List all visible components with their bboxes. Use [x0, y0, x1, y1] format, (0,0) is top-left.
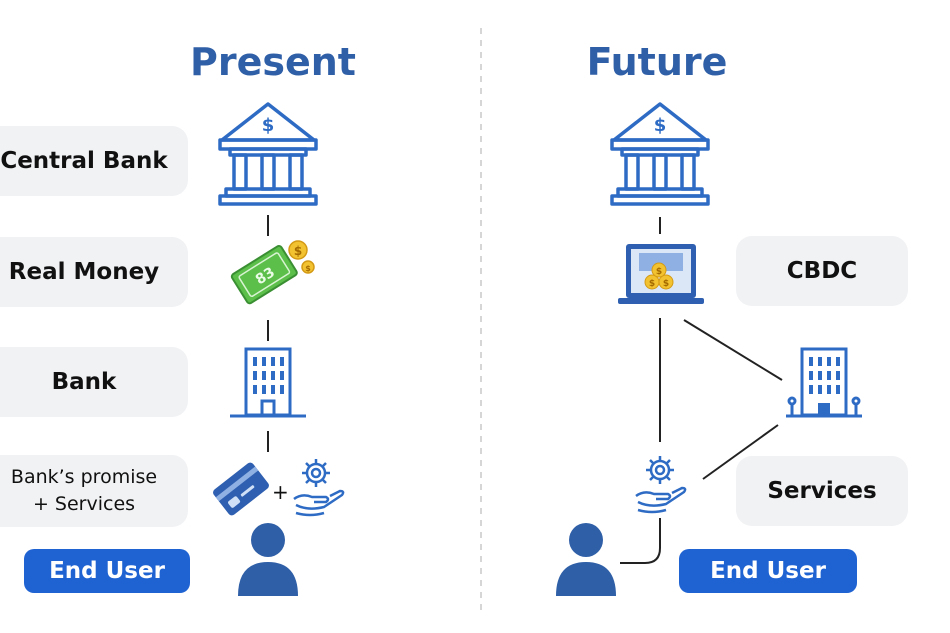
- future-central-bank-icon: $: [610, 102, 710, 206]
- future-connector-cbdc-bank: [683, 319, 783, 381]
- future-connector-bank-services: [702, 424, 779, 480]
- future-bank-building-icon: [786, 347, 862, 418]
- label-bank-promise-services: Bank’s promise + Services: [0, 455, 188, 527]
- future-title: Future: [586, 40, 728, 84]
- label-central-bank: Central Bank: [0, 126, 188, 196]
- label-cbdc: CBDC: [736, 236, 908, 306]
- svg-text:$: $: [656, 267, 662, 277]
- laptop-coins-icon: $ $ $: [618, 244, 704, 304]
- present-title: Present: [190, 40, 356, 84]
- label-services-suffix: + Services: [32, 493, 136, 515]
- card-icon: [213, 462, 269, 516]
- svg-text:$: $: [262, 115, 275, 136]
- gear-hand-icon: [293, 459, 345, 517]
- bank-building-icon: [230, 347, 306, 418]
- label-bank-promise: Bank’s promise: [10, 466, 158, 488]
- banknote-coins-icon: 83 $ $: [230, 240, 315, 305]
- svg-text:$: $: [305, 264, 311, 273]
- user-icon: [238, 523, 298, 596]
- svg-text:$: $: [649, 279, 655, 289]
- label-bank: Bank: [0, 347, 188, 417]
- present-end-user-button[interactable]: End User: [24, 549, 190, 593]
- plus-sign: +: [272, 480, 289, 504]
- future-connector-services-user: [620, 518, 661, 564]
- label-services: Services: [736, 456, 908, 526]
- future-gear-hand-icon: [635, 456, 687, 514]
- label-real-money: Real Money: [0, 237, 188, 307]
- central-bank-icon: $: [218, 102, 318, 206]
- svg-text:$: $: [663, 279, 669, 289]
- future-end-user-button[interactable]: End User: [679, 549, 857, 593]
- svg-text:$: $: [294, 244, 302, 258]
- future-user-icon: [556, 523, 616, 596]
- svg-text:$: $: [654, 115, 667, 136]
